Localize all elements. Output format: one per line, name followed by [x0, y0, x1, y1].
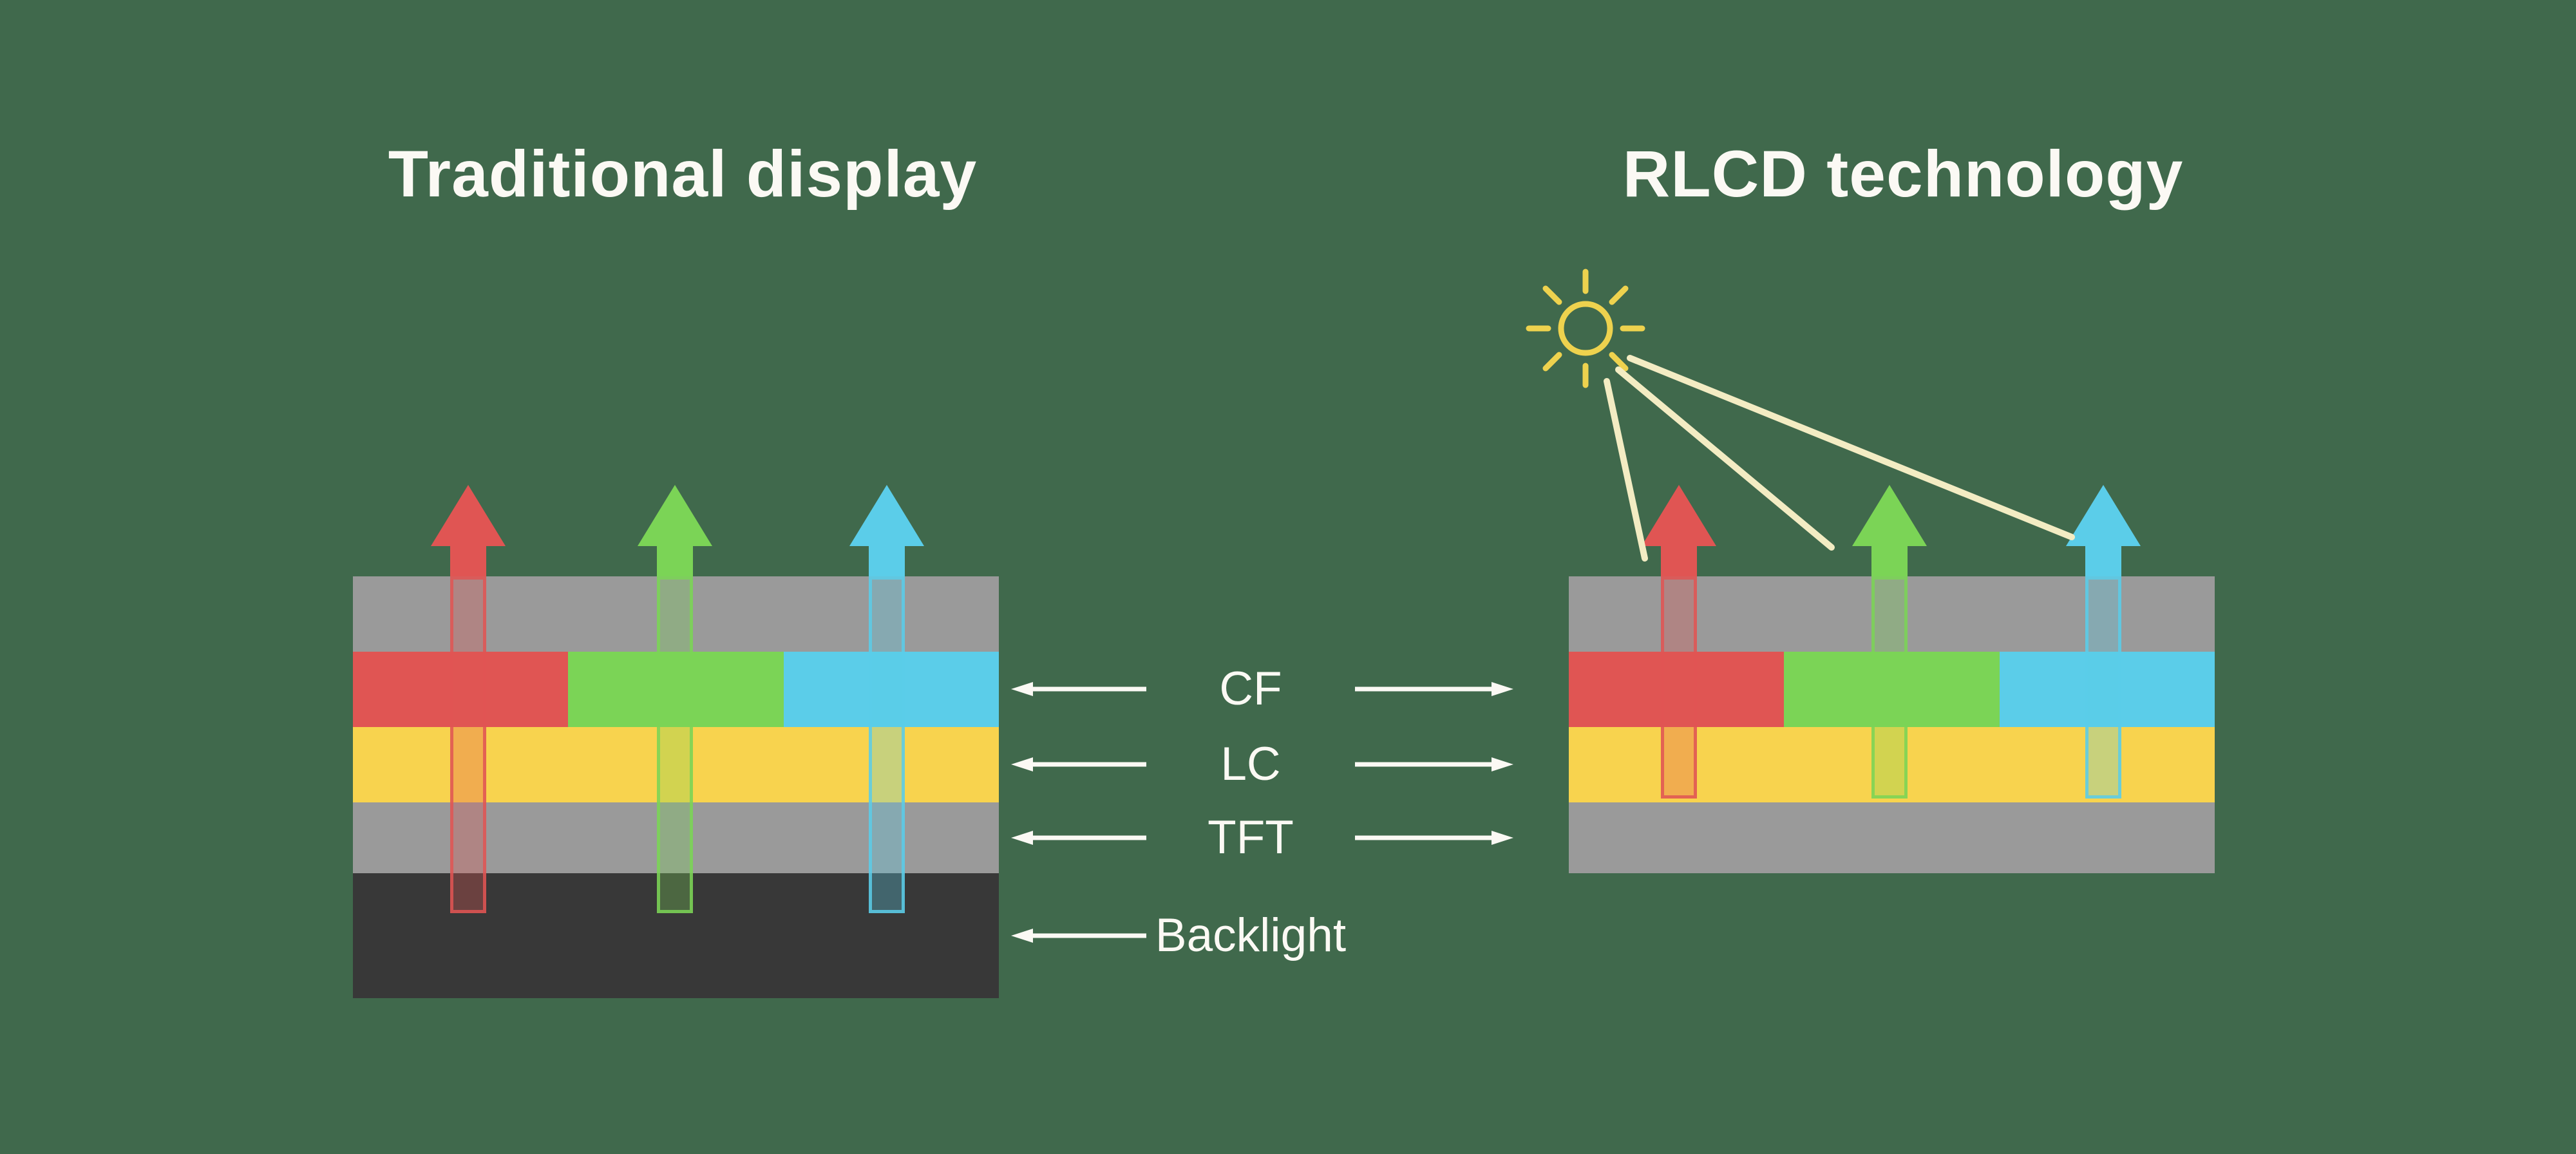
glass-layer — [1569, 576, 2215, 652]
green-light-arrow — [1852, 485, 1927, 799]
liquid-crystal-layer — [1569, 727, 2215, 802]
cyan-arrow-head-icon — [849, 485, 924, 546]
lc-callout: LC — [1011, 739, 1513, 790]
cf-red-segment — [353, 652, 569, 727]
backlight-layer — [353, 873, 999, 998]
right-arrow-icon — [1355, 757, 1513, 771]
rlcd-stack — [1569, 485, 2215, 873]
tft-callout: TFT — [1011, 812, 1513, 864]
tft-label: TFT — [1208, 811, 1294, 864]
traditional-display-stack — [353, 485, 999, 998]
right-arrow-icon — [1355, 682, 1513, 696]
arrow-spacer — [1355, 926, 1513, 945]
sunbeam-icon — [1604, 378, 1648, 562]
cf-callout: CF — [1011, 663, 1513, 715]
cf-cyan-segment — [1999, 652, 2215, 727]
red-light-arrow — [431, 485, 506, 913]
cyan-light-arrow — [2066, 485, 2141, 799]
red-arrow-head-icon — [1642, 485, 1716, 546]
traditional-display-title: Traditional display — [388, 137, 978, 211]
lc-label: LC — [1220, 738, 1281, 790]
right-arrow-icon — [1355, 831, 1513, 845]
sun-icon — [1526, 269, 1645, 388]
cyan-light-arrow — [849, 485, 924, 913]
color-filter-layer — [353, 652, 999, 727]
cyan-arrow-head-icon — [2066, 485, 2141, 546]
red-light-arrow — [1642, 485, 1716, 799]
glass-layer — [353, 576, 999, 652]
left-arrow-icon — [1011, 831, 1146, 845]
left-arrow-icon — [1011, 929, 1146, 943]
green-light-arrow — [638, 485, 712, 913]
tft-layer — [1569, 802, 2215, 873]
tft-layer — [353, 802, 999, 873]
red-arrow-head-icon — [431, 485, 506, 546]
cf-label: CF — [1219, 663, 1282, 715]
backlight-callout: Backlight — [1011, 910, 1513, 961]
rlcd-technology-title: RLCD technology — [1622, 137, 2184, 211]
left-arrow-icon — [1011, 682, 1146, 696]
liquid-crystal-layer — [353, 727, 999, 802]
color-filter-layer — [1569, 652, 2215, 727]
cf-green-segment — [1784, 652, 2000, 727]
green-arrow-head-icon — [1852, 485, 1927, 546]
green-arrow-head-icon — [638, 485, 712, 546]
cf-green-segment — [568, 652, 784, 727]
left-arrow-icon — [1011, 757, 1146, 771]
cf-red-segment — [1569, 652, 1785, 727]
cf-cyan-segment — [783, 652, 999, 727]
backlight-label: Backlight — [1155, 909, 1347, 961]
